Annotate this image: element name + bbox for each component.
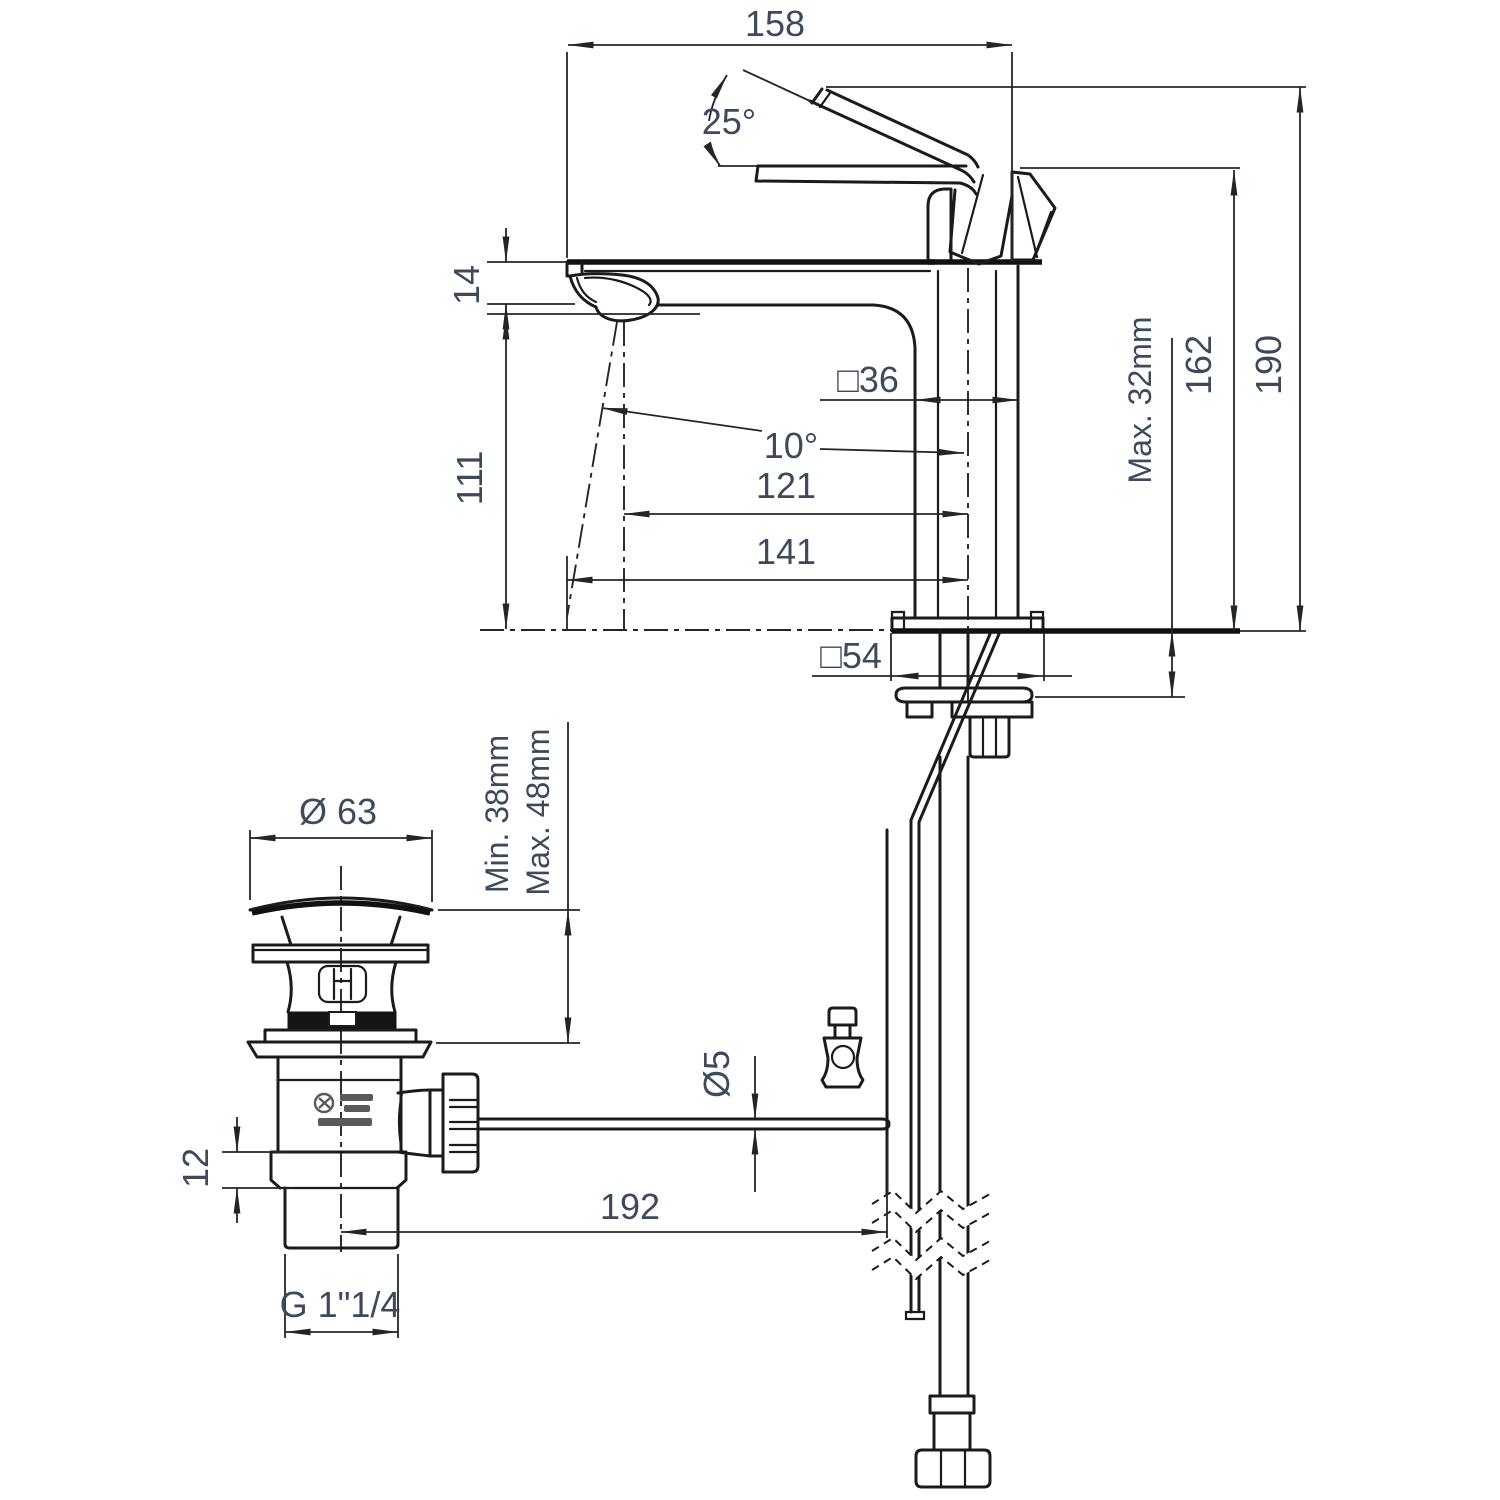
dim-label-o5: Ø5 [696,1050,737,1098]
lever-closed-bottom [754,164,978,196]
lever-open-position [742,69,980,184]
popup-rod-horizontal [476,1117,891,1131]
dim-label-162: 162 [1178,335,1219,395]
washer-blocks [905,700,1034,719]
dim-label-36: □36 [837,359,899,400]
dim-label-25deg: 25° [702,101,756,142]
cartridge-collar [948,170,1057,266]
dim-spout-thickness: 14 [446,228,575,338]
dim-label-158: 158 [745,3,805,44]
dim-label-12: 12 [175,1148,216,1188]
waste-tailpiece [283,1186,400,1250]
dim-cap-diameter: Ø 63 [249,791,433,902]
waste-cap-cone [280,915,402,947]
dim-label-min38: Min. 38mm [479,735,515,893]
collar-front-inner [960,173,985,255]
faucet-outline [565,69,1306,634]
base-plate-end-tabs [890,610,1045,620]
spout-underside-and-body-left [656,303,917,620]
dim-body-square: □36 [820,359,1019,404]
rod-clamp-knob [820,1006,865,1089]
lever-open-upper-edge [825,88,980,169]
certification-marks [313,1092,373,1126]
hose-hex-nut-flats [939,1448,967,1489]
hose-hex-nut [914,1448,992,1489]
dim-rod-length: 192 [340,1134,888,1238]
collar-front [948,172,1018,266]
supply-hose [938,755,970,1398]
dim-label-190: 190 [1248,335,1289,395]
dim-spout-height: 111 [449,313,700,630]
dim-label-10deg: 10° [764,425,818,466]
collar-rear-inner-1 [1016,175,1039,259]
waste-lower-flange [246,1040,433,1059]
dim-height-closed: 162 [1020,167,1240,632]
popup-rod-foot [904,1310,926,1321]
hose-collar [928,1394,976,1415]
waste-barrel [285,960,398,1014]
aerator-lip-curve [575,276,598,304]
waste-flange-section [269,1150,408,1190]
stream-angle-centerline [566,321,618,618]
dim-stream-projection: 141 [566,531,969,630]
lever-closed-position [718,164,978,196]
waste-top-flange [251,943,430,964]
lever-angle-extension [742,69,811,102]
dim-label-max48: Max. 48mm [520,728,556,895]
mounting-nut-flats [981,715,998,759]
dim-label-63: Ø 63 [299,791,377,832]
dim-lever-angle: 25° [702,74,756,167]
break-symbol-upper [871,1189,991,1234]
aerator-housing [568,272,660,323]
dim-flange-height: 12 [175,1117,294,1223]
dim-label-121: 121 [756,465,816,506]
waste-lever-pin [332,967,353,1001]
dim-label-141: 141 [756,531,816,572]
waste-gasket-notch [328,1011,357,1027]
dim-rod-diameter: Ø5 [696,1050,759,1192]
dim-spout-reach: 158 [566,3,1013,262]
dim-label-g114: G 1"1/4 [280,1284,401,1325]
dim-deck-thickness: Max. 32mm [1035,316,1185,698]
waste-cap-dome [248,896,434,912]
rod-slip-nut [396,1072,480,1174]
cartridge-boss [926,187,953,262]
dim-height-open: 190 [826,86,1306,632]
dim-stream-angle: 10° [601,407,965,466]
dim-aerator-projection: 121 [623,465,969,518]
waste-lower-flange-step [263,1028,418,1044]
dim-waste-clamp-range: Min. 38mm Max. 48mm [436,722,580,1044]
lever-open-end-cap-inner [818,91,832,109]
lever-open-lower-edge [808,99,976,184]
mounting-assembly [476,629,1034,1489]
waste-cap-rim [251,900,431,916]
dim-label-max32: Max. 32mm [1122,316,1158,483]
popup-waste-assembly [246,896,480,1250]
popup-rod-vertical [909,632,1001,1314]
dim-waste-thread: G 1"1/4 [280,1254,401,1338]
lever-open-end-cap [810,87,824,105]
dim-label-192: 192 [600,1186,660,1227]
mounting-nut [968,715,1011,759]
dim-label-14: 14 [446,265,487,305]
break-symbol-lower [871,1236,991,1281]
dimension-annotations: 158 25° 14 111 □36 10° [175,3,1306,1338]
aerator-inner-curve [583,276,652,307]
collar-rear-inner-2 [1032,210,1053,260]
dim-base-square: □54 [812,633,1072,681]
waste-lever-window [317,964,368,1004]
dim-label-54: □54 [820,635,882,676]
dim-label-111: 111 [449,451,490,506]
